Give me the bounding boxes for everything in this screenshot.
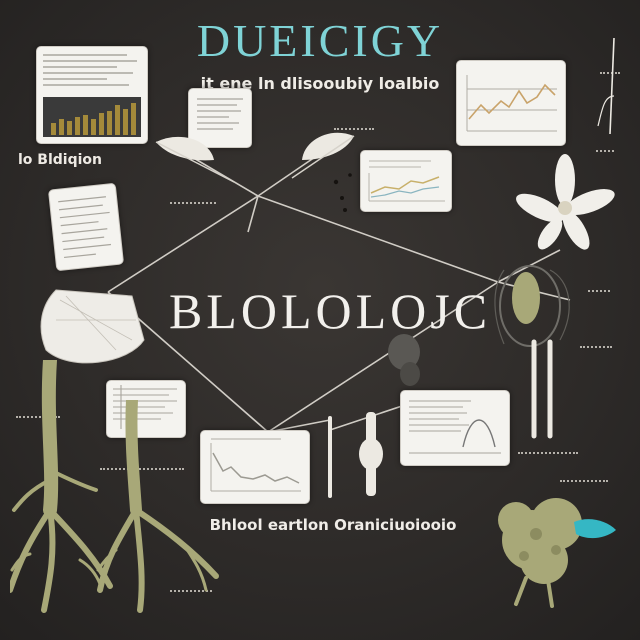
bone-icon <box>531 339 553 439</box>
bar-chart-card <box>36 46 148 144</box>
leaf-pod-icon <box>388 334 420 386</box>
scribble-text <box>334 128 374 136</box>
cell-icon <box>494 265 570 347</box>
scribble-text <box>170 202 216 210</box>
scribble-text <box>518 452 578 460</box>
feather-icon <box>155 136 235 183</box>
scribble-text <box>596 150 614 158</box>
decline-chart-card <box>200 430 310 504</box>
growth-chart-card <box>360 150 452 212</box>
cluster-icon <box>597 37 615 135</box>
note-card <box>188 88 252 148</box>
curve-chart-card <box>400 390 510 466</box>
root-icon <box>96 400 219 613</box>
bone-icon <box>359 412 383 496</box>
scribble-text <box>588 290 610 298</box>
main-title: DUEICIGY <box>196 15 444 66</box>
feather-icon <box>291 132 355 179</box>
scribble-text <box>580 346 612 354</box>
scribble-text <box>16 416 60 424</box>
subtitle: it ene ln dlisooubiy loalbio <box>200 74 440 93</box>
left-label: lo Bldiqion <box>18 152 102 168</box>
scribble-text <box>100 468 184 476</box>
seed-pod-icon <box>40 289 145 364</box>
scribble-text <box>170 590 212 598</box>
table-card <box>106 380 186 438</box>
root-icon <box>10 360 113 613</box>
line-chart-card <box>456 60 566 146</box>
flower-icon <box>516 154 615 250</box>
center-title: BLOLOLOJC <box>168 283 492 339</box>
bottom-caption: Bhlool eartlon Oraniciuoiooio <box>209 516 457 534</box>
scribble-text <box>560 480 608 488</box>
bone-icon <box>328 416 332 498</box>
coral-icon <box>498 498 616 608</box>
scribble-text <box>600 72 620 80</box>
document-card <box>47 182 125 272</box>
